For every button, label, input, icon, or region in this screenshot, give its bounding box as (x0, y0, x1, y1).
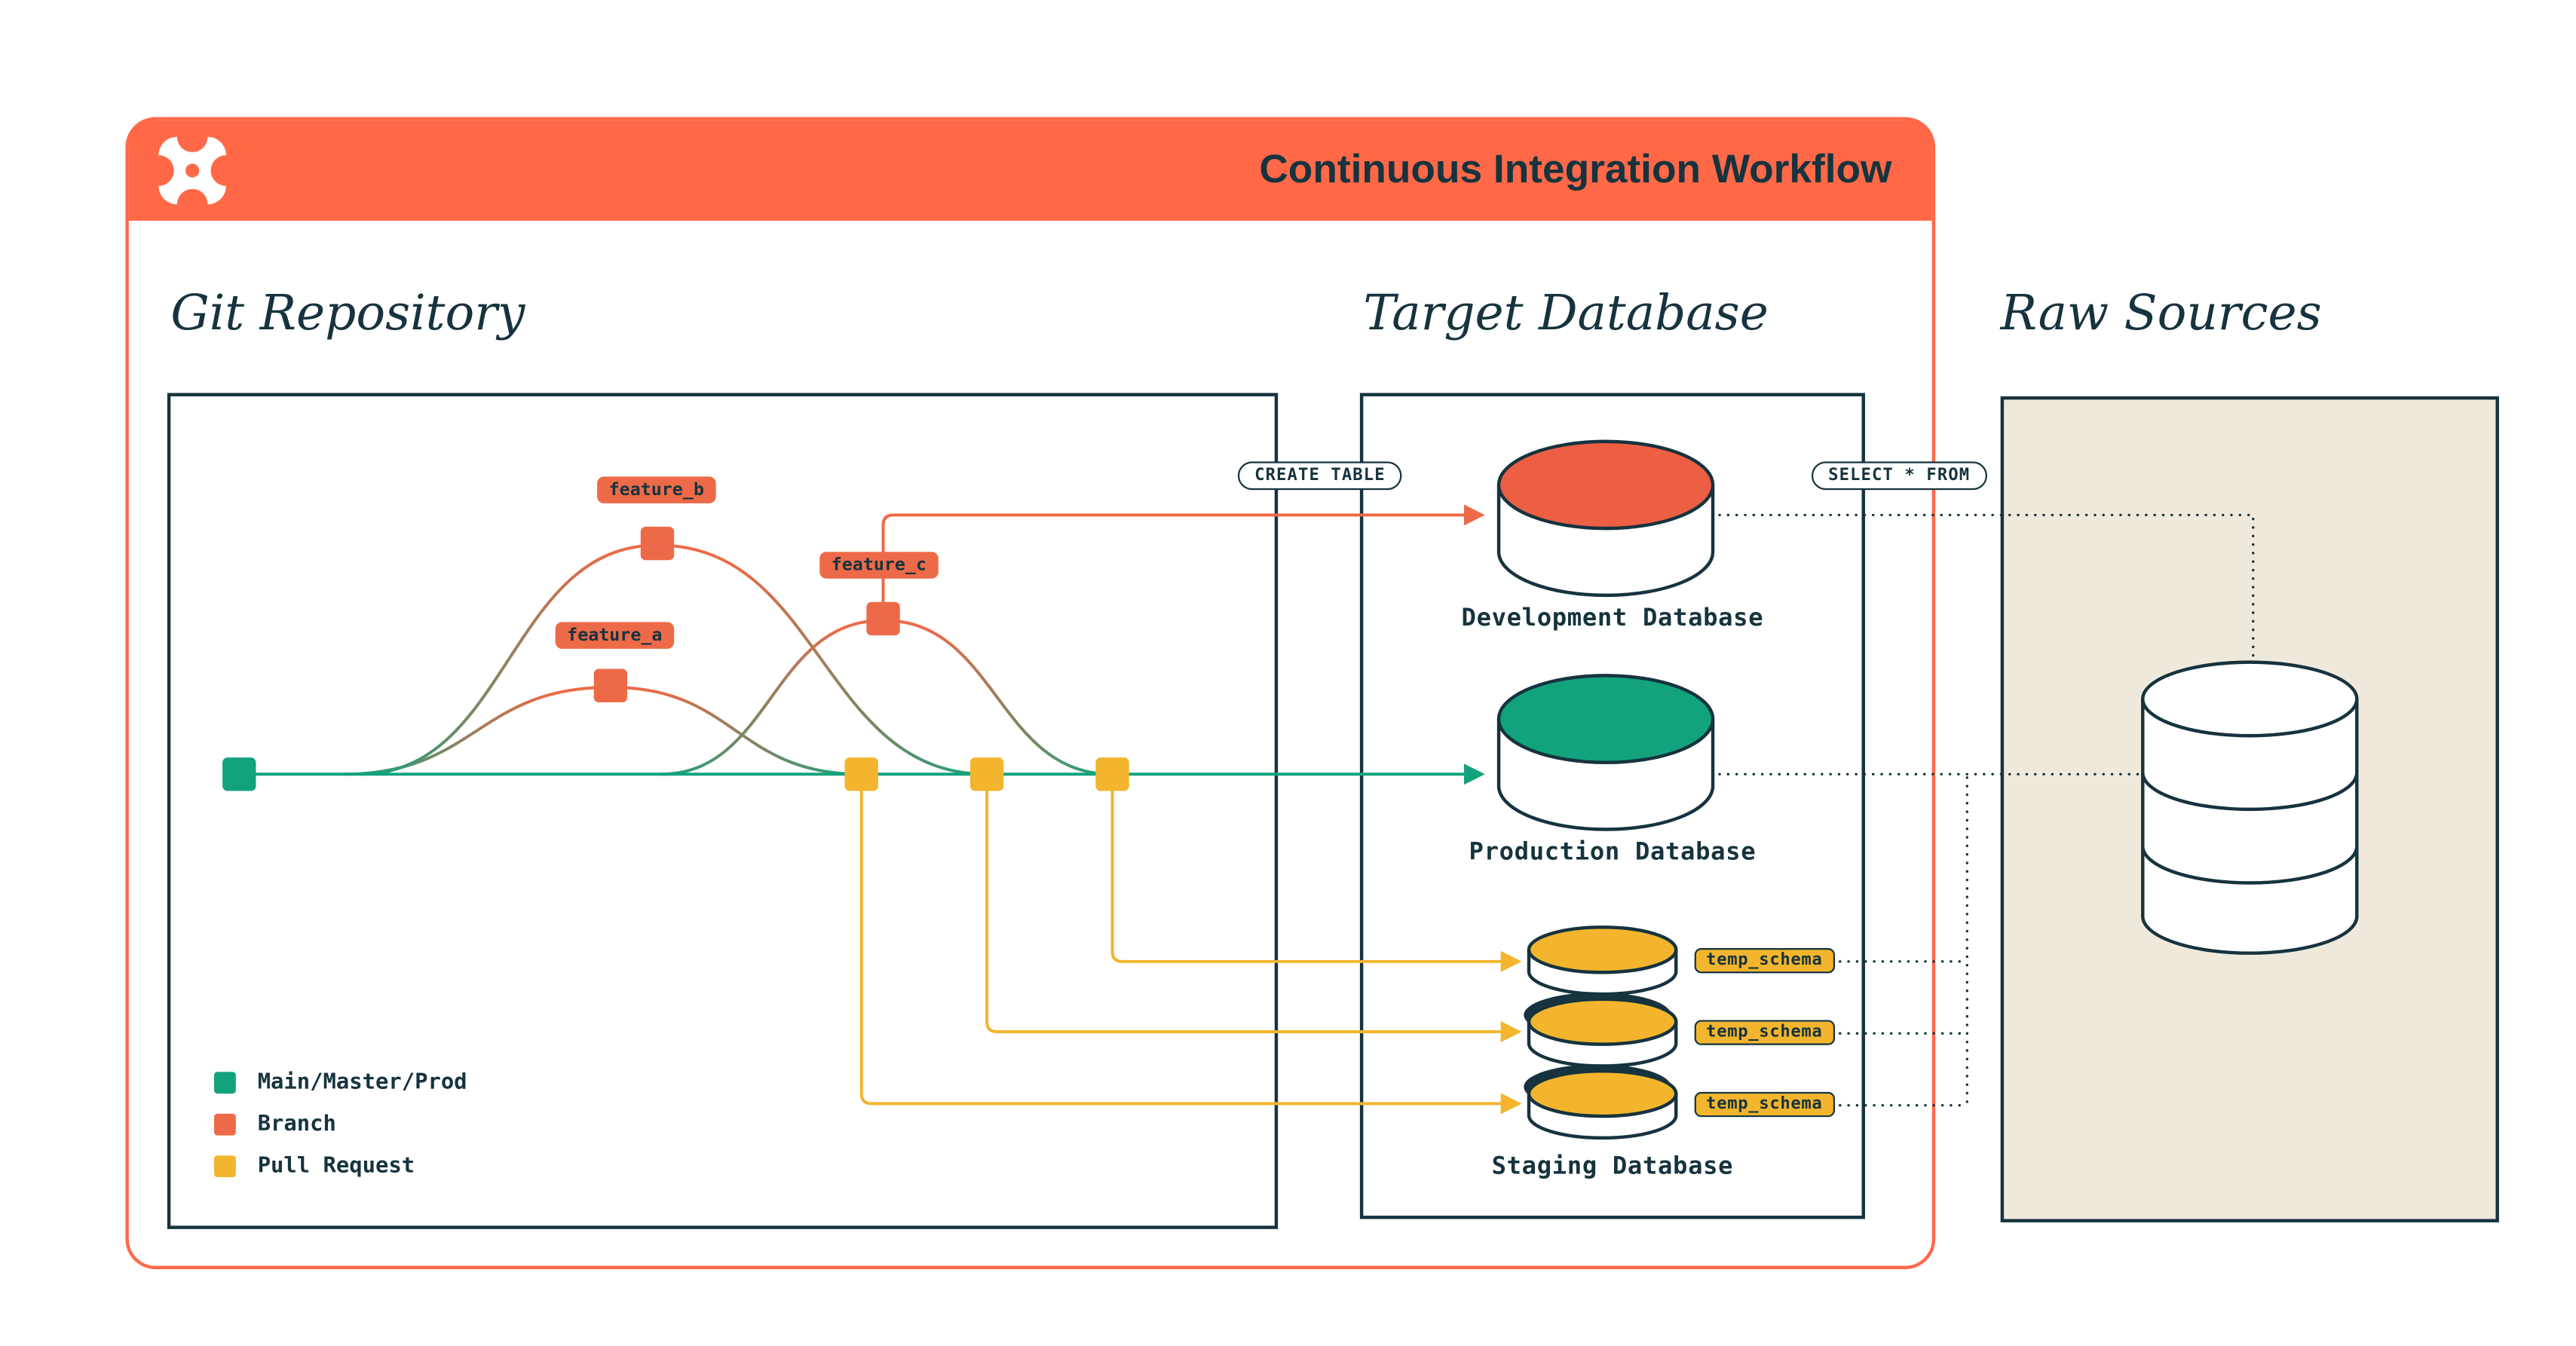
legend-item-main: Main/Master/Prod (214, 1070, 467, 1095)
dev-to-raw-dotted-line (1718, 513, 2255, 660)
staging-database-icon (1524, 925, 1678, 1140)
development-database-label: Development Database (1461, 605, 1764, 632)
pull-request-arrow-3 (1110, 791, 1522, 972)
pull-request-square-2 (969, 757, 1004, 791)
pull-request-arrow-2 (985, 791, 1522, 1042)
raw-sources-database-icon (2141, 660, 2359, 955)
temp-schema-badge-2: temp_schema (1694, 1020, 1834, 1045)
branch-commit-feature-b (640, 526, 675, 561)
branch-commit-feature-a (593, 668, 628, 702)
card-header: Continuous Integration Workflow (128, 120, 1932, 221)
legend-pull-request-label: Pull Request (257, 1153, 415, 1179)
select-from-badge: SELECT * FROM (1811, 461, 1987, 491)
pull-request-square-1 (844, 757, 878, 791)
pull-request-square-3 (1095, 757, 1129, 791)
feature-c-badge: feature_c (819, 552, 939, 579)
branch-swatch-icon (214, 1113, 236, 1136)
legend-branch-label: Branch (257, 1112, 336, 1137)
main-swatch-icon (214, 1072, 236, 1094)
create-table-arrow (881, 504, 1485, 602)
feature-a-badge: feature_a (555, 622, 674, 649)
main-commit-square (222, 757, 256, 791)
target-database-title: Target Database (1363, 284, 1769, 341)
legend-item-branch: Branch (214, 1112, 336, 1137)
feature-b-badge: feature_b (597, 476, 716, 503)
branch-commit-feature-c (866, 601, 900, 636)
development-database-icon (1496, 439, 1715, 598)
staging-database-label: Staging Database (1491, 1153, 1734, 1181)
git-repository-title: Git Repository (170, 284, 525, 341)
production-database-icon (1496, 674, 1715, 831)
production-database-label: Production Database (1469, 839, 1757, 867)
workflow-title: Continuous Integration Workflow (1259, 147, 1892, 193)
pull-request-swatch-icon (214, 1155, 236, 1178)
target-database-box (1359, 393, 1865, 1219)
pull-request-arrow-1 (859, 791, 1522, 1115)
legend-item-pull-request: Pull Request (214, 1154, 415, 1179)
temp-schema-badge-3: temp_schema (1694, 1091, 1834, 1118)
raw-sources-title: Raw Sources (2000, 284, 2322, 341)
legend-main-label: Main/Master/Prod (257, 1070, 467, 1096)
create-table-badge: CREATE TABLE (1237, 461, 1402, 491)
branch-curve-feature-c (660, 619, 1113, 776)
branch-curve-feature-b (360, 543, 988, 776)
temp-schema-badge-1: temp_schema (1694, 948, 1834, 974)
git-repository-box (167, 393, 1279, 1229)
